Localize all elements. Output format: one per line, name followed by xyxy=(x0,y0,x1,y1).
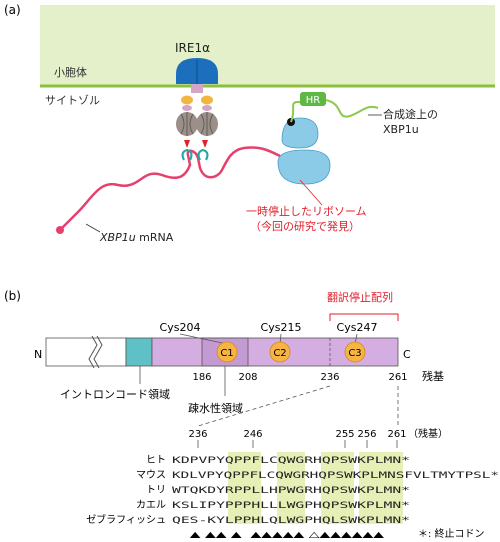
hydrophobic-label: 疎水性領域 xyxy=(188,401,243,415)
hr-region-box: HR xyxy=(300,92,326,106)
er-lumen xyxy=(40,5,495,85)
cys-circle-1: C1 xyxy=(216,341,238,363)
align-unit-label: （残基） xyxy=(408,427,448,440)
species-mouse: マウス xyxy=(136,469,166,481)
align-tick-261: 261 xyxy=(387,429,406,440)
nascent-label-1: 合成途上の xyxy=(383,107,438,121)
sequence-human: KDPVPYQPPFLCQWGRHQPSWKPLMN* xyxy=(172,456,410,466)
n-terminus-label: N xyxy=(34,348,42,361)
conservation-markers: ▲ ▲▲ ▲ ▲▲▲▲▲ △▲▲▲▲▲▲ xyxy=(172,530,385,539)
nascent-chain-tail xyxy=(325,99,379,118)
residue-tick-186: 186 xyxy=(192,372,211,383)
sequence-mouse: KDLVPYQPPFLCQWGRHQPSWKPLMNSFVLTMYTPSL* xyxy=(172,471,499,481)
stop-codon-note: ＊: 終止コドン xyxy=(418,527,485,540)
species-chicken: トリ xyxy=(146,485,166,496)
nascent-chain xyxy=(290,101,300,123)
align-tick-246: 246 xyxy=(243,429,262,440)
mrna-5prime-cap xyxy=(56,226,64,234)
stem-loop-icon xyxy=(181,148,209,161)
ribosome-label-2: （今回の研究で発見） xyxy=(250,219,360,233)
intron-label: イントロンコード領域 xyxy=(60,387,170,401)
species-human: ヒト xyxy=(146,454,166,466)
cys-circle-3: C3 xyxy=(344,341,366,363)
panel-a-label: (a) xyxy=(4,3,21,17)
nascent-label-2: XBP1u xyxy=(383,123,419,136)
ribosome-icon xyxy=(277,117,331,185)
svg-text:C2: C2 xyxy=(273,348,286,359)
species-frog: カエル xyxy=(136,499,166,511)
sequence-frog: KSLIPYPPPHLLLWGPHQPSWKPLMN* xyxy=(172,501,410,511)
cys204-label: Cys204 xyxy=(160,321,201,334)
residue-unit-label: 残基 xyxy=(422,369,444,383)
cytosol-label: サイトゾル xyxy=(45,94,100,107)
c-terminus-label: C xyxy=(403,348,411,361)
alignment-highlights xyxy=(228,452,403,524)
svg-text:C3: C3 xyxy=(348,348,361,359)
align-tick-236: 236 xyxy=(188,429,207,440)
residue-tick-236: 236 xyxy=(320,372,339,383)
svg-text:C1: C1 xyxy=(220,348,233,359)
zoom-line-left xyxy=(197,385,331,427)
align-tick-256: 256 xyxy=(357,429,376,440)
cys215-label: Cys215 xyxy=(261,321,302,334)
sequence-chicken: WTQKDYRPPLLHPWGRHQPSWKPLMN* xyxy=(172,486,410,496)
residue-tick-261: 261 xyxy=(388,372,407,383)
species-zebrafish: ゼブラフィッシュ xyxy=(86,513,166,526)
hr-label: HR xyxy=(306,95,321,106)
residue-tick-208: 208 xyxy=(238,372,257,383)
mrna-label: XBP1u mRNA xyxy=(99,231,174,244)
cys-circle-2: C2 xyxy=(269,341,291,363)
stall-bracket xyxy=(329,313,399,321)
er-label: 小胞体 xyxy=(54,65,87,79)
panel-b-label: (b) xyxy=(4,289,21,303)
align-tick-255: 255 xyxy=(335,429,354,440)
sequence-zebrafish: QES-KYLPPHLQLWGPHQLSWKPLMN* xyxy=(172,516,410,526)
ire1-label: IRE1α xyxy=(175,41,210,55)
ire1-alpha-icon xyxy=(176,58,218,148)
align-tick-marks xyxy=(197,440,398,448)
stall-label: 翻訳停止配列 xyxy=(327,290,393,304)
ribosome-label-1: 一時停止したリボソーム xyxy=(246,204,367,218)
cys247-label: Cys247 xyxy=(337,321,378,334)
